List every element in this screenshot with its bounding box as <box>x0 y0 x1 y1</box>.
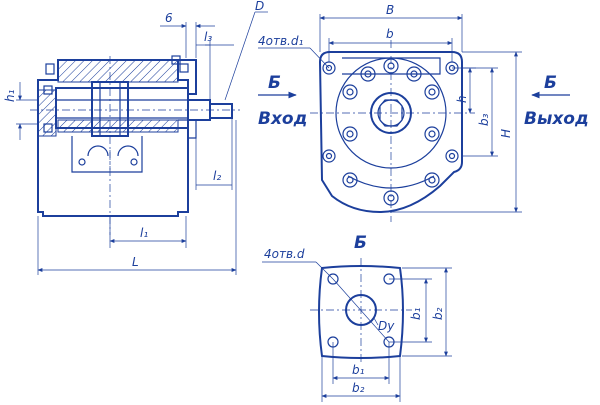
dim-b1-horizontal-label: b₁ <box>352 363 365 377</box>
dim-B-label: B <box>386 3 394 17</box>
holes-d-label: 4отв.d <box>264 247 305 261</box>
holes-d1-label: 4отв.d₁ <box>258 34 303 48</box>
flange-view: Б 4отв.d Dу b₁ b₂ b <box>262 233 452 402</box>
dim-l3-label: l₃ <box>204 30 212 44</box>
side-view: 6 l₃ D h₁ l₂ l₁ L <box>3 0 268 275</box>
inlet-label: Вход <box>258 109 307 129</box>
dim-Dy-label: Dу <box>378 319 395 333</box>
dim-D-label: D <box>255 0 264 13</box>
dim-b2-horizontal-label: b₂ <box>352 381 365 395</box>
dim-b2-vertical-label: b₂ <box>431 307 445 320</box>
dim-b3-label: b₃ <box>477 113 491 126</box>
dim-H-label: H <box>499 129 513 138</box>
dim-l1-label: l₁ <box>140 226 148 240</box>
dim-h-label: h <box>455 95 469 103</box>
dim-b1-vertical-label: b₁ <box>409 307 423 320</box>
dim-L-label: L <box>132 255 139 269</box>
dim-l2-label: l₂ <box>213 169 221 183</box>
dim-h1-label: h₁ <box>3 89 17 102</box>
view-B-left-label: Б <box>268 73 281 93</box>
view-B-right-label: Б <box>544 73 557 93</box>
outlet-label: Выход <box>524 109 589 129</box>
dim-b-label: b <box>386 27 394 41</box>
front-view: B b 4отв.d₁ h b₃ H Б Вход Б Выход <box>258 3 589 222</box>
dim-6-label: 6 <box>165 11 173 25</box>
flange-title: Б <box>354 233 367 253</box>
